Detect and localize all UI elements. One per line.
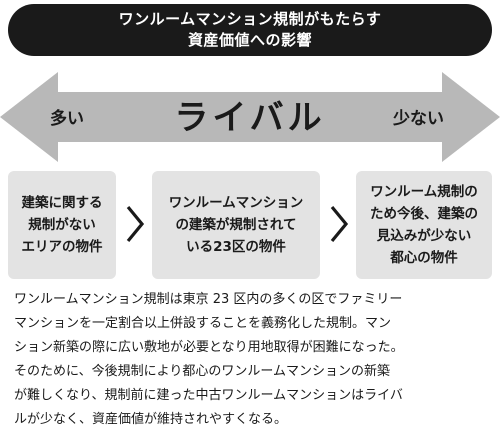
description-line-6: ルが少なく、資産価値が維持されやすくなる。 bbox=[14, 412, 288, 427]
box-2-line-3: いる23区の物件 bbox=[186, 239, 286, 255]
box-regulated-23-wards: ワンルームマンション の建築が規制されて いる23区の物件 bbox=[152, 171, 320, 279]
description-text: ワンルームマンション規制は東京 23 区内の多くの区でファミリー マンションを一… bbox=[14, 288, 490, 432]
chevron-right-icon bbox=[330, 205, 349, 243]
description-line-2: マンションを一定割合以上併設することを義務化した規制。マン bbox=[14, 316, 392, 331]
description-line-5: が難しくなり、規制前に建った中古ワンルームマンションはライバ bbox=[14, 388, 403, 403]
description-line-1: ワンルームマンション規制は東京 23 区内の多くの区でファミリー bbox=[14, 292, 403, 307]
double-headed-arrow-shape bbox=[0, 72, 500, 162]
box-2-line-1: ワンルームマンション bbox=[168, 195, 304, 211]
rival-arrow: 多い ライバル 少ない bbox=[0, 72, 500, 162]
arrow-right-label: 少ない bbox=[393, 109, 444, 129]
arrow-left-label: 多い bbox=[50, 109, 84, 129]
title-line-2: 資産価値への影響 bbox=[187, 31, 312, 49]
box-1-line-1: 建築に関する bbox=[21, 195, 103, 211]
title-line-1: ワンルームマンション規制がもたらす bbox=[118, 10, 382, 28]
box-3-line-2: ため今後、建築の bbox=[370, 206, 478, 222]
box-3-line-1: ワンルーム規制の bbox=[370, 184, 478, 200]
box-1-line-2: 規制がない bbox=[28, 217, 96, 233]
box-unregulated-area: 建築に関する 規制がない エリアの物件 bbox=[8, 171, 116, 279]
double-headed-arrow-icon bbox=[0, 72, 500, 162]
description-line-4: そのために、今後規制により都心のワンルームマンションの新築 bbox=[14, 364, 390, 379]
title-banner: ワンルームマンション規制がもたらす 資産価値への影響 bbox=[8, 4, 492, 56]
chevron-right-icon bbox=[126, 205, 145, 243]
box-central-tokyo: ワンルーム規制の ため今後、建築の 見込みが少ない 都心の物件 bbox=[356, 171, 492, 279]
box-3-line-4: 都心の物件 bbox=[390, 250, 458, 266]
box-1-line-3: エリアの物件 bbox=[21, 239, 103, 255]
box-2-line-2: の建築が規制されて bbox=[175, 217, 297, 233]
description-line-3: ション新築の際に広い敷地が必要となり用地取得が困難になった。 bbox=[14, 340, 404, 355]
box-3-line-3: 見込みが少ない bbox=[376, 228, 472, 244]
arrow-center-label: ライバル bbox=[174, 98, 326, 138]
